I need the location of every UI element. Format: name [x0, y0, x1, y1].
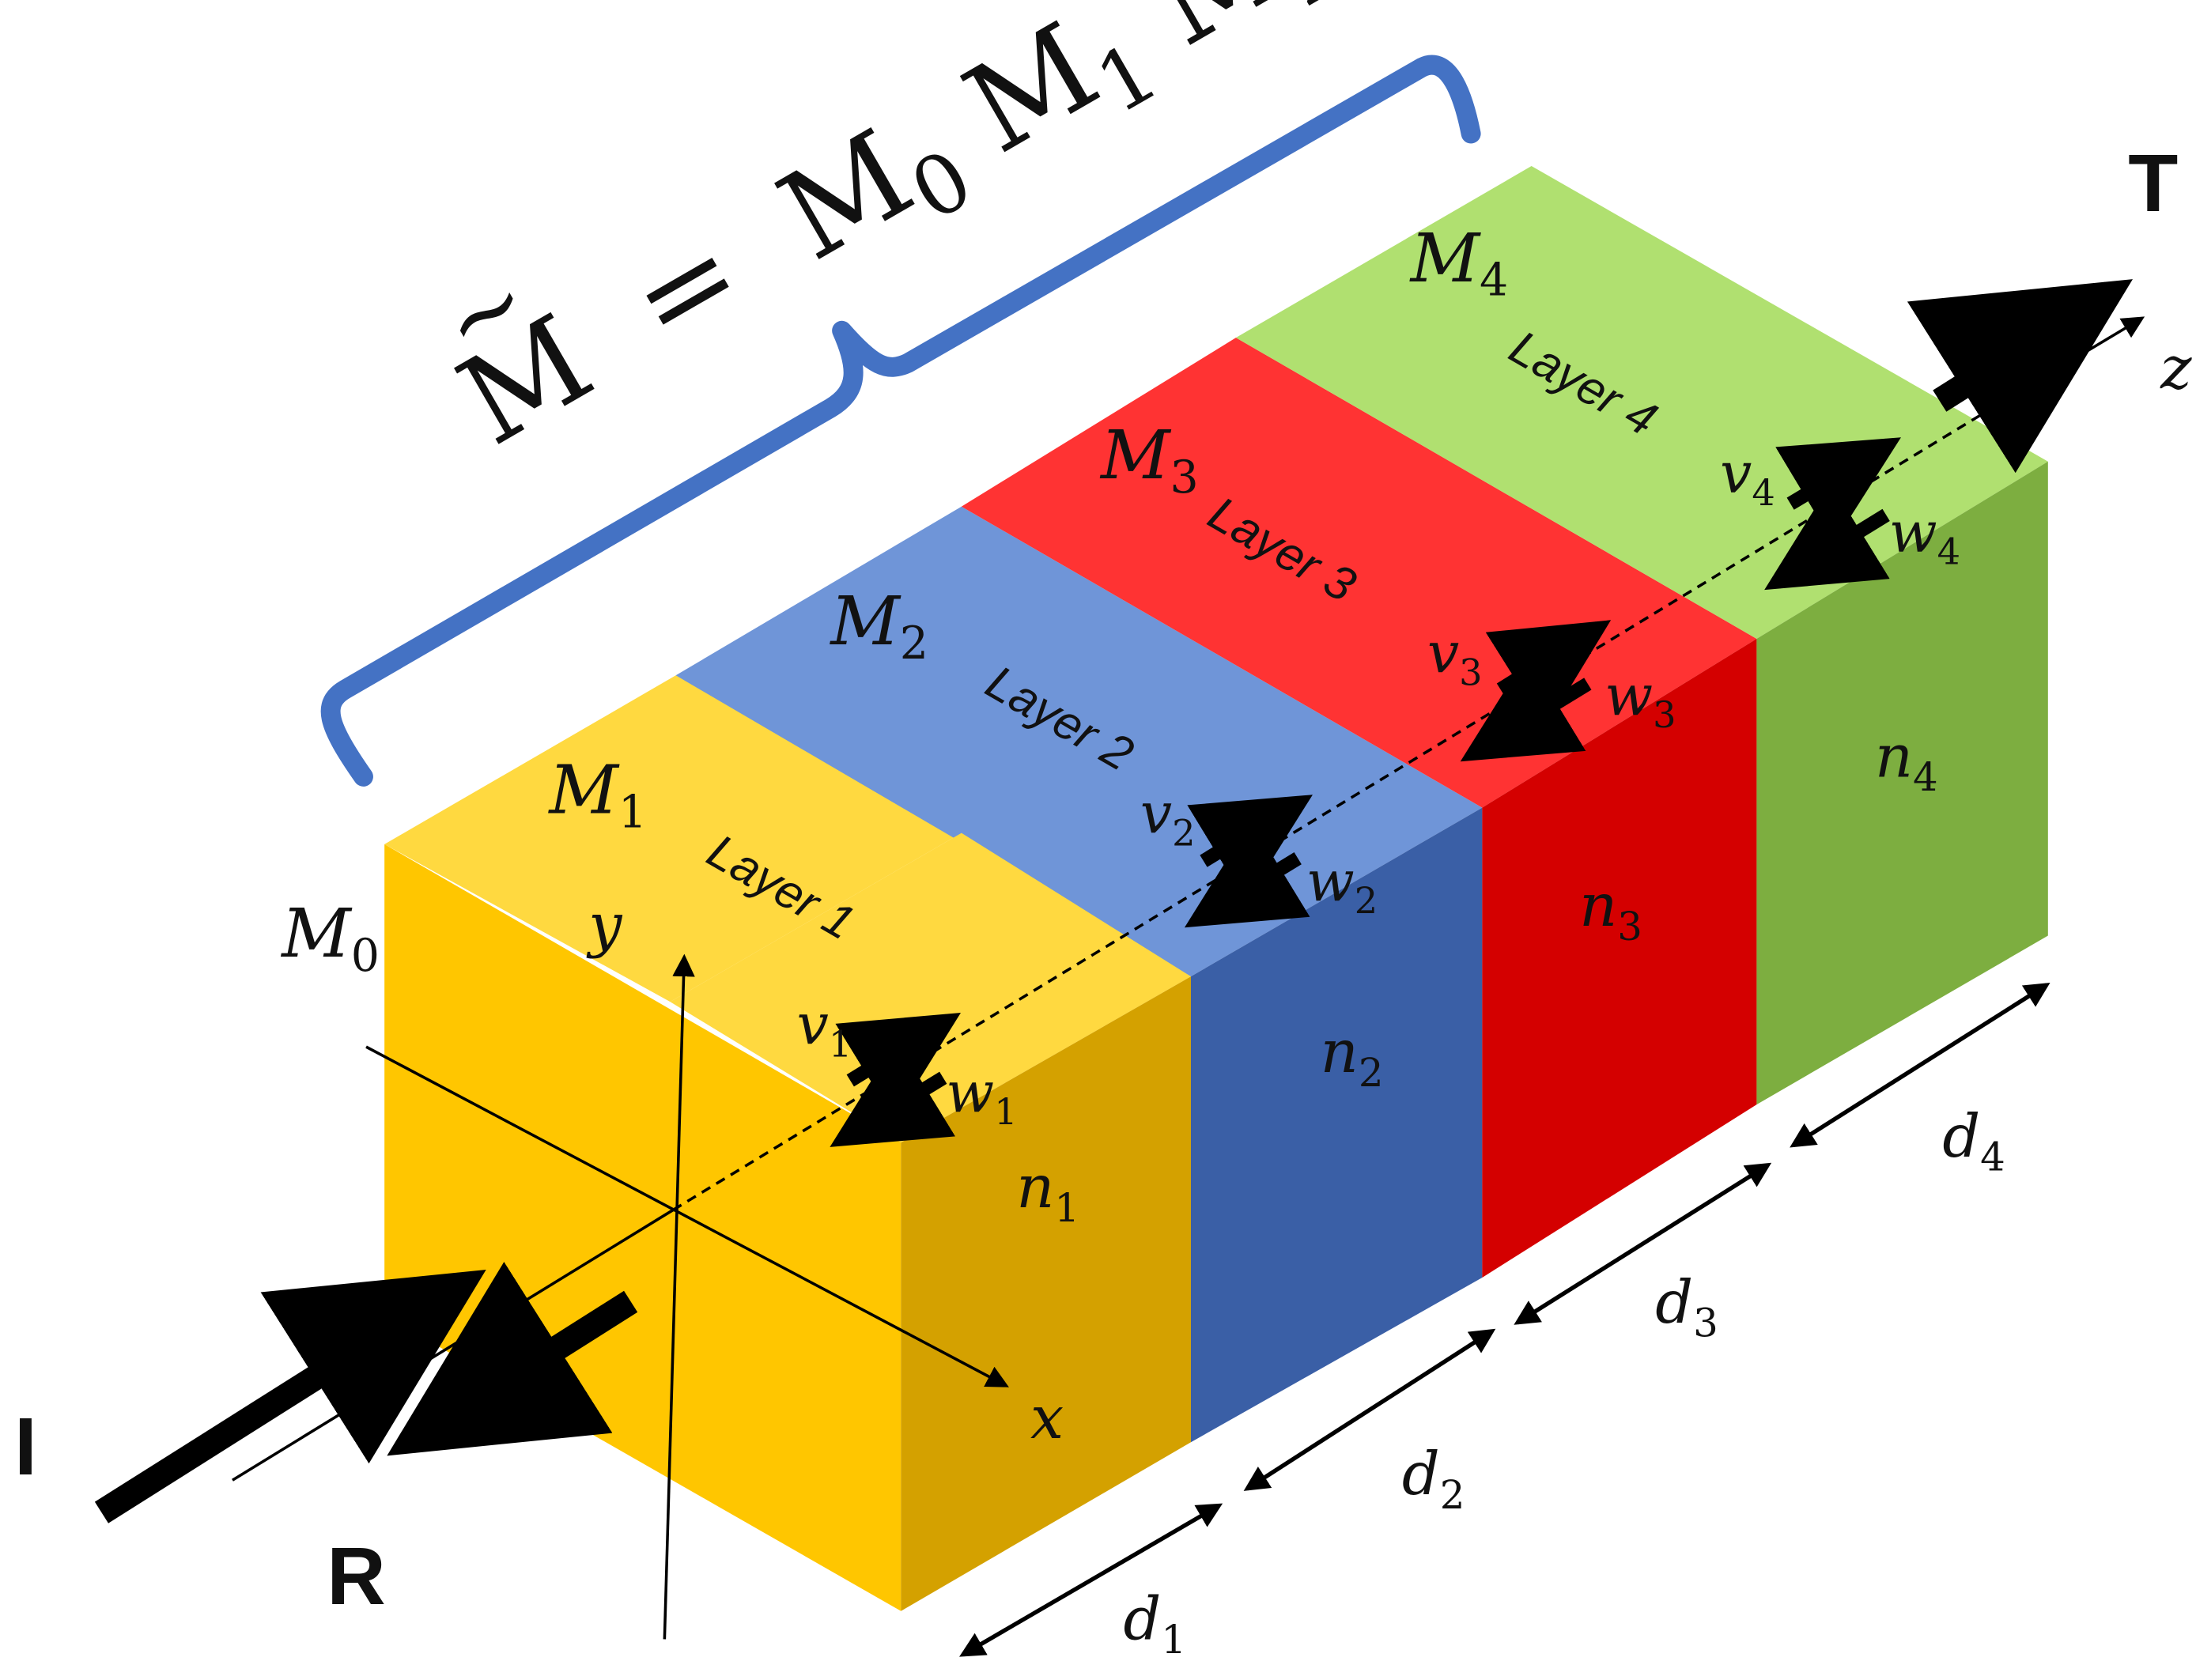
- boundary-matrix-sub: 0: [351, 930, 380, 982]
- layer-1-side-face: [901, 976, 1191, 1611]
- d2-label: d: [1402, 1440, 1440, 1508]
- w1-sub: 1: [994, 1090, 1017, 1133]
- svg-text:v4: v4: [1720, 440, 1775, 514]
- layer-3-matrix-sub: 3: [1170, 451, 1199, 504]
- d1-dimension: [959, 1503, 1223, 1657]
- d3-sub: 3: [1693, 1301, 1718, 1346]
- d2-sub: 2: [1440, 1472, 1465, 1518]
- reflected-beam-arrow: [387, 1262, 638, 1456]
- layer-2-matrix: M: [829, 583, 901, 661]
- y-axis-label: y: [586, 891, 622, 960]
- layer-2-index: n: [1321, 1017, 1359, 1086]
- svg-text:M3: M3: [1099, 417, 1199, 504]
- x-axis-label: x: [1030, 1384, 1064, 1452]
- w1-arrow: [830, 1040, 956, 1147]
- svg-text:M4: M4: [1409, 220, 1509, 307]
- svg-text:d2: d2: [1402, 1440, 1465, 1518]
- d4-label: d: [1942, 1102, 1980, 1171]
- y-axis-line: [663, 953, 695, 1640]
- layer-1-index-sub: 1: [1054, 1185, 1079, 1231]
- d1-label: d: [1124, 1584, 1162, 1653]
- d4-dimension: [1790, 982, 2050, 1148]
- w3-label: w: [1604, 663, 1653, 728]
- x-axis-line: [365, 1045, 1009, 1387]
- w2-sub: 2: [1355, 879, 1378, 922]
- d4-sub: 4: [1980, 1134, 2005, 1180]
- d2-dimension: [1243, 1328, 1496, 1491]
- layer-3-index-sub: 3: [1617, 904, 1642, 949]
- svg-text:n2: n2: [1321, 1017, 1384, 1096]
- svg-text:w4: w4: [1889, 500, 1960, 573]
- w3-arrow: [1460, 655, 1592, 762]
- w4-sub: 4: [1937, 530, 1960, 573]
- boundary-matrix: M: [280, 895, 353, 973]
- d3-label: d: [1655, 1268, 1693, 1337]
- factor-2: M: [1128, 0, 1306, 74]
- factor-0: M: [758, 104, 935, 289]
- svg-text:M2: M2: [829, 583, 928, 670]
- svg-text:v1: v1: [797, 992, 852, 1066]
- product-brace: [320, 55, 1481, 787]
- incident-label: I: [14, 1401, 37, 1492]
- v4-sub: 4: [1752, 471, 1775, 514]
- factor-1: M: [943, 0, 1121, 181]
- layer-2-side-face: [1190, 807, 1483, 1443]
- svg-text:w1: w1: [946, 1059, 1017, 1133]
- transmitted-beam-arrow: [1907, 279, 2133, 474]
- v2-label: v: [1140, 781, 1172, 847]
- layer-4-index-sub: 4: [1913, 754, 1938, 800]
- v3-sub: 3: [1459, 651, 1482, 694]
- reflected-label: R: [327, 1531, 386, 1621]
- layer-3-side-face: [1482, 638, 1757, 1278]
- w4-label: w: [1889, 500, 1937, 565]
- d1-sub: 1: [1161, 1617, 1186, 1663]
- svg-text:M1: M1: [547, 752, 647, 839]
- svg-text:d3: d3: [1655, 1268, 1718, 1346]
- layer-4-side-face: [1756, 461, 2048, 1105]
- v4-label: v: [1720, 440, 1752, 506]
- svg-text:v3: v3: [1427, 621, 1483, 694]
- layer-1-index: n: [1016, 1153, 1054, 1221]
- equation-equals: =: [607, 202, 765, 375]
- layer-4-index: n: [1875, 722, 1913, 791]
- w2-label: w: [1306, 848, 1355, 914]
- v1-label: v: [797, 992, 829, 1058]
- svg-text:M0: M0: [280, 895, 380, 982]
- layer-3-index: n: [1579, 871, 1617, 940]
- svg-text:w2: w2: [1306, 848, 1378, 922]
- svg-text:v2: v2: [1140, 781, 1196, 855]
- z-axis-label: z: [2160, 334, 2192, 402]
- svg-text:d4: d4: [1942, 1102, 2005, 1180]
- w1-label: w: [946, 1059, 994, 1125]
- svg-text:n4: n4: [1875, 722, 1938, 800]
- v2-sub: 2: [1172, 812, 1195, 855]
- w3-sub: 3: [1653, 693, 1676, 736]
- d3-dimension: [1514, 1162, 1772, 1325]
- v1-sub: 1: [829, 1023, 852, 1066]
- layer-2-index-sub: 2: [1359, 1050, 1384, 1096]
- layer-4-matrix-sub: 4: [1480, 255, 1508, 307]
- layer-1-top-face-right: [670, 832, 1191, 1143]
- v3-label: v: [1427, 621, 1459, 686]
- w4-arrow: [1764, 482, 1890, 591]
- svg-text:n1: n1: [1016, 1153, 1079, 1231]
- layer-3-matrix: M: [1099, 417, 1172, 495]
- svg-text:d1: d1: [1124, 1584, 1187, 1663]
- transmitted-label: T: [2128, 138, 2178, 228]
- svg-text:w3: w3: [1604, 663, 1676, 736]
- svg-text:n3: n3: [1579, 871, 1642, 949]
- layer-2-matrix-sub: 2: [900, 617, 928, 670]
- layer-1-matrix: M: [547, 752, 620, 830]
- layer-4-matrix: M: [1409, 220, 1482, 298]
- w2-arrow: [1184, 821, 1310, 928]
- layer-1-matrix-sub: 1: [618, 786, 647, 838]
- incident-beam-arrow: [94, 1270, 486, 1523]
